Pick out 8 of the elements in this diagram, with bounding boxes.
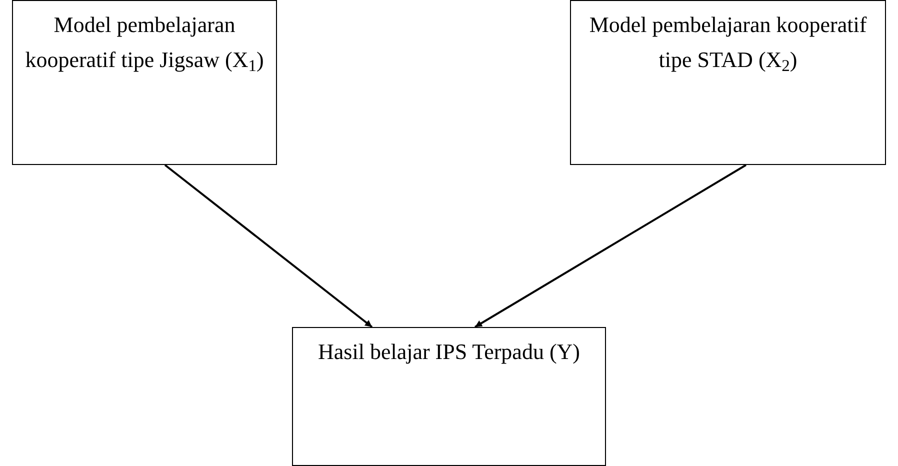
box-text: Model pembelajaran kooperatif tipe Jigsaw (X$_{1}$)	[25, 11, 264, 77]
concept-box	[292, 327, 606, 466]
concept-box	[12, 0, 277, 165]
concept-box	[570, 0, 886, 165]
arrow	[474, 164, 747, 328]
box-text: Hasil belajar IPS Terpadu (Y)	[318, 338, 580, 366]
box-text: Model pembelajaran kooperatif tipe STAD (X$_{2}$)	[588, 11, 868, 77]
arrow	[164, 164, 373, 328]
